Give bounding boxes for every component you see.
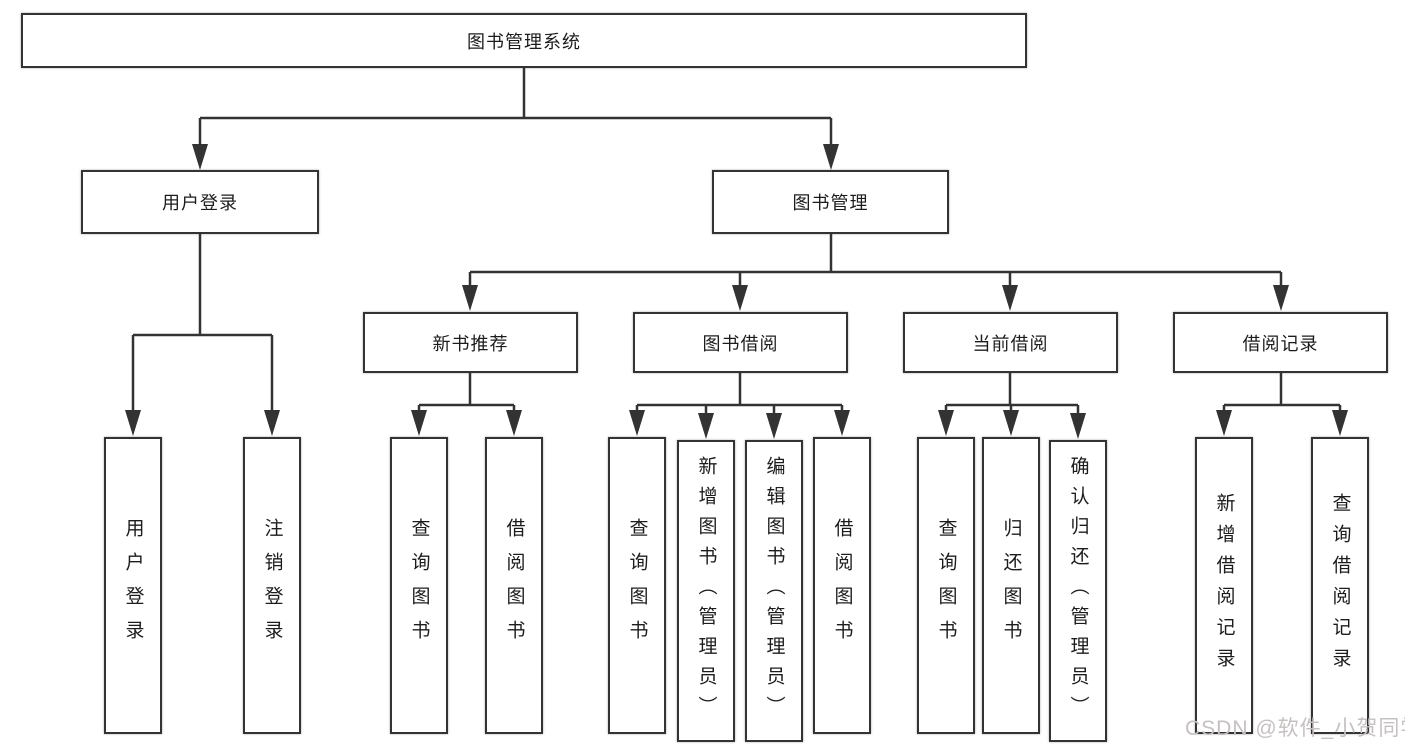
node-label: 注销登录 (261, 517, 283, 654)
node-label: 查询图书 (935, 517, 957, 654)
node-new-book-recommendation: 新书推荐 (363, 312, 578, 373)
leaf-recommend-query-book: 查询图书 (390, 437, 448, 734)
node-label: 图书借阅 (702, 333, 779, 354)
node-label: 编辑图书（管理员） (763, 456, 785, 726)
leaf-recommend-borrow-book: 借阅图书 (485, 437, 543, 734)
leaf-user-login: 用户登录 (104, 437, 162, 734)
node-label: 当前借阅 (972, 333, 1049, 354)
node-label: 借阅图书 (503, 517, 525, 654)
leaf-current-query-book: 查询图书 (917, 437, 975, 734)
node-library-system: 图书管理系统 (21, 13, 1027, 68)
node-borrowing-records: 借阅记录 (1173, 312, 1388, 373)
leaf-records-query-record: 查询借阅记录 (1311, 437, 1369, 734)
node-label: 用户登录 (122, 517, 144, 654)
node-label: 图书管理系统 (467, 31, 581, 52)
node-book-management: 图书管理 (712, 170, 949, 234)
node-label: 确认归还（管理员） (1067, 456, 1089, 726)
leaf-current-confirm-return-admin: 确认归还（管理员） (1049, 440, 1107, 742)
leaf-borrowing-edit-book-admin: 编辑图书（管理员） (745, 440, 803, 742)
leaf-borrowing-add-book-admin: 新增图书（管理员） (677, 440, 735, 742)
node-label: 新书推荐 (432, 333, 509, 354)
node-label: 查询图书 (408, 517, 430, 654)
node-user-login: 用户登录 (81, 170, 319, 234)
leaf-borrowing-borrow-book: 借阅图书 (813, 437, 871, 734)
node-label: 归还图书 (1000, 517, 1022, 654)
csdn-watermark: CSDN @软件_小贺同学 (1185, 717, 1405, 740)
node-label: 借阅图书 (831, 517, 853, 654)
leaf-records-add-record: 新增借阅记录 (1195, 437, 1253, 734)
node-label: 用户登录 (162, 193, 238, 213)
node-label: 图书管理 (792, 193, 869, 213)
node-label: 新增图书（管理员） (695, 456, 717, 726)
leaf-logout-login: 注销登录 (243, 437, 301, 734)
node-label: 借阅记录 (1242, 333, 1319, 354)
node-label: 查询借阅记录 (1329, 492, 1351, 679)
leaf-borrowing-query-book: 查询图书 (608, 437, 666, 734)
node-current-borrowing: 当前借阅 (903, 312, 1118, 373)
leaf-current-return-book: 归还图书 (982, 437, 1040, 734)
node-label: 新增借阅记录 (1213, 492, 1235, 679)
node-label: 查询图书 (626, 517, 648, 654)
node-book-borrowing: 图书借阅 (633, 312, 848, 373)
